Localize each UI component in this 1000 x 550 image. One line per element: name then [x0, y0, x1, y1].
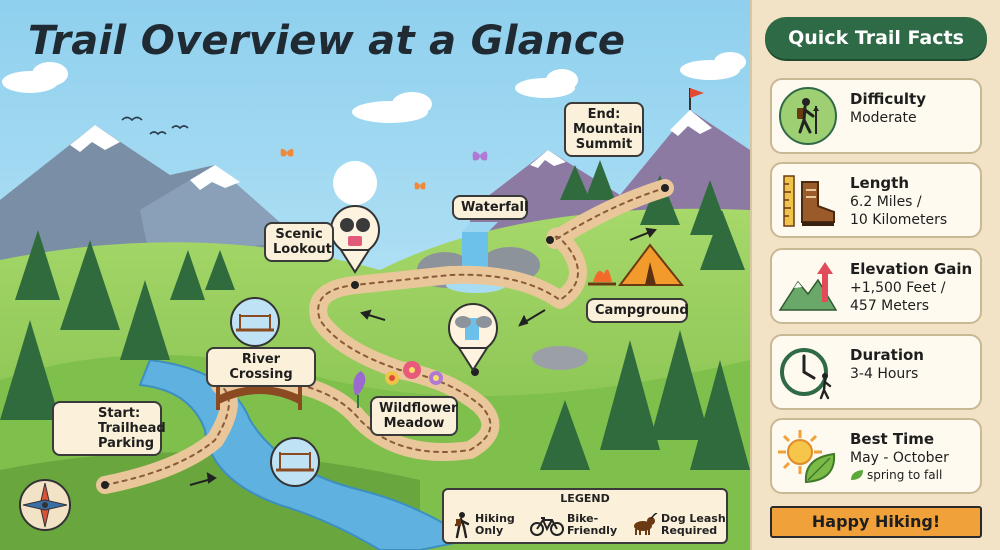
elevation-icon — [778, 262, 838, 311]
fact-label: Elevation Gain — [850, 260, 973, 278]
river-crossing-medallion — [230, 297, 280, 347]
legend-title: LEGEND — [560, 492, 610, 505]
legend-item-hiking: Hiking Only — [452, 508, 515, 542]
quick-facts-panel: Quick Trail Facts Difficulty Moderate — [750, 0, 1000, 550]
trail-map — [0, 0, 750, 550]
fact-value: May - October — [850, 450, 949, 466]
legend-bike-line: Friendly — [567, 524, 618, 537]
legend-hiking-line: Only — [475, 524, 504, 537]
legend: LEGEND Hiking Only Bike- Friendly — [442, 488, 728, 544]
clock-icon — [780, 348, 832, 400]
legend-item-dog: Dog Leash Required — [628, 508, 726, 542]
fact-value: 6.2 Miles / — [850, 194, 922, 210]
start-callout: Start: Trailhead Parking — [52, 401, 166, 456]
butterflies — [280, 148, 488, 190]
waterfall-callout: Waterfall — [452, 195, 528, 220]
fact-value: 457 Meters — [850, 298, 930, 314]
scenic-label-line: Scenic — [275, 227, 323, 242]
fact-subnote-text: spring to fall — [867, 468, 943, 482]
fact-subnote: spring to fall — [850, 467, 976, 483]
river-crossing-label: River Crossing — [229, 352, 293, 382]
campground-scene — [588, 243, 685, 286]
legend-hiking-line: Hiking — [475, 512, 515, 525]
hiker-icon — [779, 87, 837, 145]
rock — [532, 346, 588, 370]
boot-ruler-icon — [783, 175, 835, 227]
bicycle-icon — [530, 517, 564, 536]
fact-card-elevation: Elevation Gain +1,500 Feet / 457 Meters — [770, 248, 982, 324]
happy-hiking-banner: Happy Hiking! — [770, 506, 982, 538]
meadow-label-line: Meadow — [383, 416, 445, 431]
river-crossing-callout: River Crossing — [206, 347, 316, 387]
fact-value: 3-4 Hours — [850, 366, 919, 382]
bridge — [216, 385, 302, 410]
trees — [0, 160, 750, 470]
end-label-line: Mountain — [573, 122, 643, 137]
fact-label: Best Time — [850, 430, 935, 448]
legend-item-bike: Bike- Friendly — [530, 508, 617, 542]
campground-label: Campground — [595, 303, 689, 318]
start-label-line: Start: — [98, 406, 141, 421]
fact-label: Difficulty — [850, 90, 926, 108]
panel-header: Quick Trail Facts — [765, 17, 987, 59]
start-label-line: Parking — [98, 436, 155, 451]
scenic-lookout-pin — [330, 161, 380, 274]
end-label-line: Summit — [575, 137, 633, 152]
fact-value: 10 Kilometers — [850, 212, 948, 228]
fact-value: +1,500 Feet / — [850, 280, 946, 296]
clouds — [2, 52, 746, 123]
start-label-line: Trailhead — [98, 421, 166, 436]
bridge-medallion — [270, 437, 320, 487]
birds — [121, 116, 189, 136]
legend-dog-line: Required — [661, 524, 718, 537]
sun-leaf-icon — [778, 430, 836, 484]
fact-value: Moderate — [850, 110, 917, 126]
legend-bike-line: Bike- — [567, 512, 599, 525]
fact-card-length: Length 6.2 Miles / 10 Kilometers — [770, 162, 982, 238]
fact-label: Length — [850, 174, 909, 192]
fact-label: Duration — [850, 346, 924, 364]
compass-icon — [19, 479, 71, 531]
fact-card-best-time: Best Time May - October spring to fall — [770, 418, 982, 494]
fact-card-difficulty: Difficulty Moderate — [770, 78, 982, 154]
fact-card-duration: Duration 3-4 Hours — [770, 334, 982, 410]
waterfall-label: Waterfall — [461, 200, 529, 215]
end-callout: End: Mountain Summit — [564, 102, 644, 157]
scenic-lookout-callout: Scenic Lookout — [264, 222, 334, 262]
waterfall-pin — [448, 303, 498, 372]
page-title: Trail Overview at a Glance — [28, 18, 626, 64]
campground-callout: Campground — [586, 298, 689, 323]
scenic-label-line: Lookout — [273, 242, 332, 257]
wildflower-meadow-callout: Wildflower Meadow — [370, 396, 458, 436]
end-label-line: End: — [587, 107, 621, 122]
legend-dog-line: Dog Leash — [661, 512, 726, 525]
wildflowers — [353, 361, 443, 408]
dog-icon — [634, 513, 658, 535]
leaf-icon — [851, 470, 863, 480]
meadow-label-line: Wildflower — [379, 401, 458, 416]
hiker-icon — [454, 512, 470, 539]
